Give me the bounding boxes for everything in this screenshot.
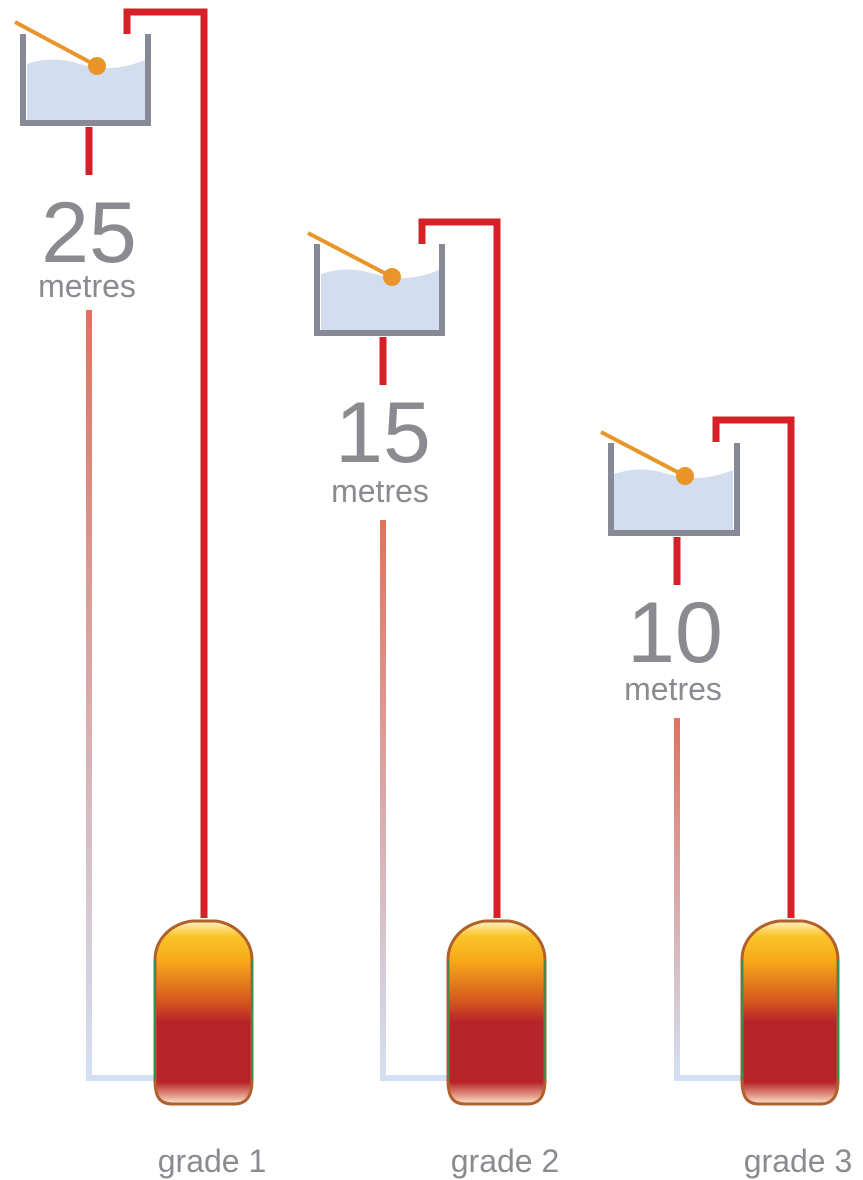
grade-label: grade 3 [744, 1143, 853, 1179]
height-unit: metres [38, 268, 136, 304]
height-unit: metres [624, 671, 722, 707]
grade-label: grade 2 [451, 1143, 560, 1179]
height-value: 10 [627, 585, 723, 681]
hot-water-pipe [418, 218, 501, 918]
cistern-outline [20, 34, 151, 126]
height-unit: metres [331, 473, 429, 509]
cold-feed-pipe [380, 520, 453, 1081]
cylinder-side-edge [447, 960, 546, 1080]
hot-water-cylinder [446, 919, 547, 1106]
float-arm [600, 430, 686, 478]
cistern [14, 20, 151, 126]
cistern [600, 430, 740, 536]
cistern-outline [608, 443, 740, 536]
hot-water-pipe [712, 416, 795, 918]
cold-feed-pipe [86, 310, 160, 1081]
cold-feed-pipe [674, 718, 747, 1081]
cylinder-side-edge [741, 960, 839, 1080]
system-grade-2: 15 metres grade 2 [307, 218, 560, 1179]
cistern-water [614, 469, 733, 531]
hot-water-cylinder [740, 919, 840, 1106]
cistern-water [321, 269, 439, 332]
grade-label: grade 1 [158, 1143, 267, 1179]
cylinder-side-edge [154, 960, 253, 1080]
system-grade-1: 25 metres grade 1 [14, 8, 267, 1179]
ball-float-icon [676, 467, 694, 485]
float-arm [14, 20, 98, 68]
cistern-outline [314, 244, 445, 336]
height-value: 15 [335, 385, 431, 481]
float-arm [307, 231, 393, 279]
hot-water-pipe [123, 8, 208, 918]
hot-water-cylinder [153, 919, 254, 1106]
height-value: 25 [41, 185, 137, 281]
system-grade-3: 10 metres grade 3 [600, 416, 853, 1179]
ball-float-icon [88, 57, 106, 75]
cistern-water [27, 59, 145, 122]
ball-float-icon [383, 268, 401, 286]
cistern [307, 231, 445, 336]
